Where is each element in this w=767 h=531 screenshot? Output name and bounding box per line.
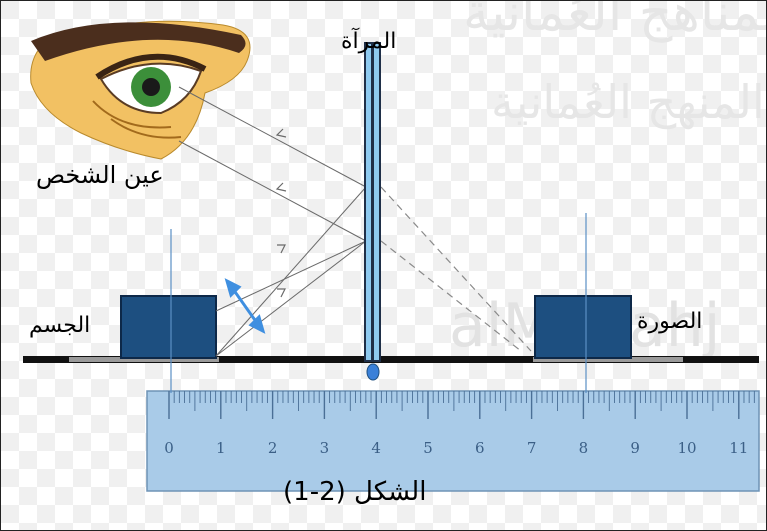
light-rays <box>178 86 367 357</box>
ruler-tick-label: 1 <box>216 439 226 457</box>
object-base-shadow <box>69 357 219 362</box>
ruler-tick-label: 9 <box>630 439 640 457</box>
eye-label: عين الشخص <box>36 161 164 189</box>
figure-caption: الشكل (2-1) <box>283 477 427 507</box>
ruler-tick-label: 7 <box>526 439 537 457</box>
ray-arrowheads <box>275 128 287 298</box>
ruler-tick-label: 10 <box>677 439 697 457</box>
ruler-tick-label: 3 <box>319 439 330 457</box>
ruler-tick-label: 4 <box>371 439 381 457</box>
virtual-rays <box>380 186 532 352</box>
watermark-text: المناهج العُمانية <box>463 0 767 43</box>
distance-double-arrow <box>224 278 266 334</box>
ruler-tick-label: 8 <box>578 439 589 457</box>
image-label: الصورة <box>637 309 703 334</box>
ruler-ticks <box>168 391 755 419</box>
image-base-shadow <box>533 357 683 362</box>
watermark-text-2: المنهج العُمانية <box>491 75 765 129</box>
ruler-tick-label: 11 <box>729 439 749 457</box>
object-block <box>120 295 217 359</box>
eye-icon <box>30 20 251 160</box>
object-label: الجسم <box>29 313 91 338</box>
ruler-tick-label: 0 <box>164 439 174 457</box>
ruler-tick-label: 5 <box>423 439 433 457</box>
mirror <box>364 42 381 381</box>
mirror-label: المرآة <box>341 29 397 54</box>
ruler-tick-label: 6 <box>475 439 485 457</box>
ruler <box>146 390 760 492</box>
ground-line <box>23 356 759 363</box>
image-block <box>534 295 632 359</box>
ruler-tick-label: 2 <box>267 439 278 457</box>
